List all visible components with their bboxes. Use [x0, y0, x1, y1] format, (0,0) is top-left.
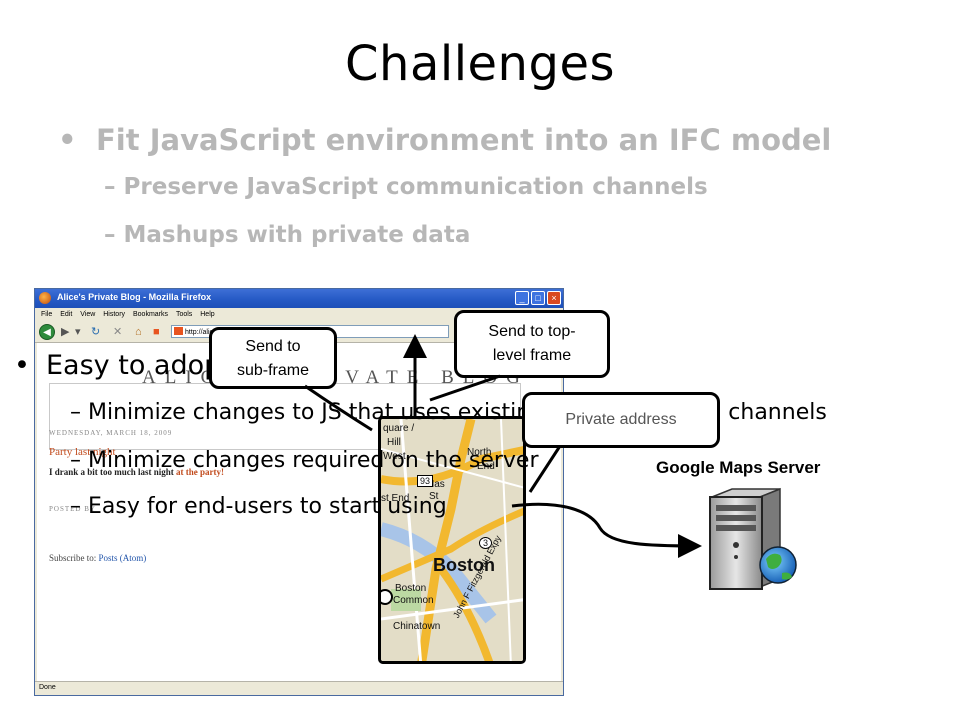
subscribe-link[interactable]: Posts (Atom) — [98, 553, 147, 563]
faded-bullet-text: Fit JavaScript environment into an IFC m… — [96, 123, 832, 157]
dash: – — [70, 400, 81, 425]
window-title: Alice's Private Blog - Mozilla Firefox — [57, 292, 212, 302]
map-label-north: North — [467, 447, 492, 458]
callout-subframe-line-1: Send to — [245, 338, 301, 355]
dash: – — [104, 222, 116, 248]
subscribe-label: Subscribe to: — [49, 553, 97, 563]
faded-subbullet-2: – Mashups with private data — [104, 222, 470, 248]
callout-subframe-line-2: sub-frame — [236, 362, 310, 379]
subscribe-line: Subscribe to: Posts (Atom) — [49, 553, 146, 563]
bullet-dot: • — [58, 123, 77, 157]
callout-send-to-subframe: Send to sub-frame — [209, 327, 337, 389]
map-label-boston-common-2: Common — [393, 595, 434, 606]
status-text: Done — [39, 684, 56, 691]
map-label-chinatown: Chinatown — [393, 621, 441, 632]
post-text-link[interactable]: at the party! — [176, 467, 225, 477]
post-text: I drank a bit too much last night at the… — [49, 467, 224, 477]
google-maps-server-label: Google Maps Server — [656, 458, 821, 477]
faded-subbullet-1: – Preserve JavaScript communication chan… — [104, 174, 708, 200]
dropdown-icon[interactable]: ▾ — [75, 326, 81, 338]
browser-titlebar: Alice's Private Blog - Mozilla Firefox _… — [35, 289, 563, 308]
subbullet-2-text: Minimize changes required on the server — [88, 448, 539, 473]
subbullet-3: – Easy for end-users to start using — [70, 494, 447, 519]
callout-toplevel-line-2: level frame — [492, 347, 572, 364]
server-icon — [709, 487, 797, 590]
map-frame[interactable]: quare / Hill West North End Nas St st En… — [378, 416, 526, 664]
menu-help[interactable]: Help — [200, 311, 215, 318]
menu-tools[interactable]: Tools — [175, 311, 193, 318]
menu-view[interactable]: View — [80, 311, 96, 318]
menu-file[interactable]: File — [41, 311, 53, 318]
slide-title: Challenges — [345, 36, 615, 92]
menu-history[interactable]: History — [103, 311, 126, 318]
maximize-button[interactable]: □ — [531, 291, 545, 305]
faded-subbullet-1-text: Preserve JavaScript communication channe… — [123, 174, 708, 200]
url-text: http://alice — [185, 329, 217, 336]
map-label-boston-common-1: Boston — [395, 583, 427, 594]
faded-subbullet-2-text: Mashups with private data — [123, 222, 471, 248]
site-favicon — [174, 327, 183, 335]
route-3-badge: 3 — [479, 537, 493, 549]
forward-icon[interactable]: ▶ — [61, 326, 70, 338]
map-label-west: West — [383, 451, 406, 462]
map-label-boston: Boston — [433, 555, 495, 575]
dash: – — [70, 448, 81, 473]
map-label-st: St — [429, 491, 439, 502]
minimize-button[interactable]: _ — [515, 291, 529, 305]
callout-send-to-top-level: Send to top- level frame — [454, 310, 610, 378]
bullet-dot: • — [14, 350, 30, 381]
map-label-end: End — [477, 461, 495, 472]
subbullet-2: – Minimize changes required on the serve… — [70, 448, 539, 473]
back-icon[interactable]: ◀ — [39, 324, 55, 340]
route-93-badge: 93 — [417, 475, 434, 487]
menu-edit[interactable]: Edit — [60, 311, 73, 318]
dash: – — [104, 174, 116, 200]
firefox-icon — [39, 292, 51, 304]
callout-toplevel-line-1: Send to top- — [488, 323, 576, 340]
stop-icon[interactable]: ✕ — [113, 326, 123, 338]
dash: – — [70, 494, 81, 519]
map-label-nas: Nas — [427, 479, 445, 490]
map-roads — [381, 419, 523, 661]
post-title[interactable]: Party last night — [49, 446, 116, 458]
close-button[interactable]: × — [547, 291, 561, 305]
reload-icon[interactable]: ↻ — [91, 326, 101, 338]
callout-private-address-text: Private address — [565, 411, 677, 428]
status-bar: Done — [35, 681, 563, 695]
home-icon[interactable]: ⌂ — [135, 326, 142, 338]
map-label-west-end: st End — [381, 493, 410, 504]
map-label-hill: Hill — [387, 437, 401, 448]
post-text-body: I drank a bit too much last night — [49, 467, 174, 477]
bookmark-icon[interactable]: ■ — [153, 326, 160, 338]
menu-bookmarks[interactable]: Bookmarks — [132, 311, 168, 318]
callout-private-address: Private address — [522, 392, 720, 448]
map-label-square: quare / — [383, 423, 415, 434]
posted-by: POSTED BY — [49, 505, 96, 513]
bullet-main-text: Easy to adopt — [46, 350, 232, 381]
menu-bar: File Edit View History Bookmarks Tools H… — [35, 308, 563, 322]
subbullet-3-text: Easy for end-users to start using — [88, 494, 447, 519]
post-date: WEDNESDAY, MARCH 18, 2009 — [49, 429, 173, 437]
